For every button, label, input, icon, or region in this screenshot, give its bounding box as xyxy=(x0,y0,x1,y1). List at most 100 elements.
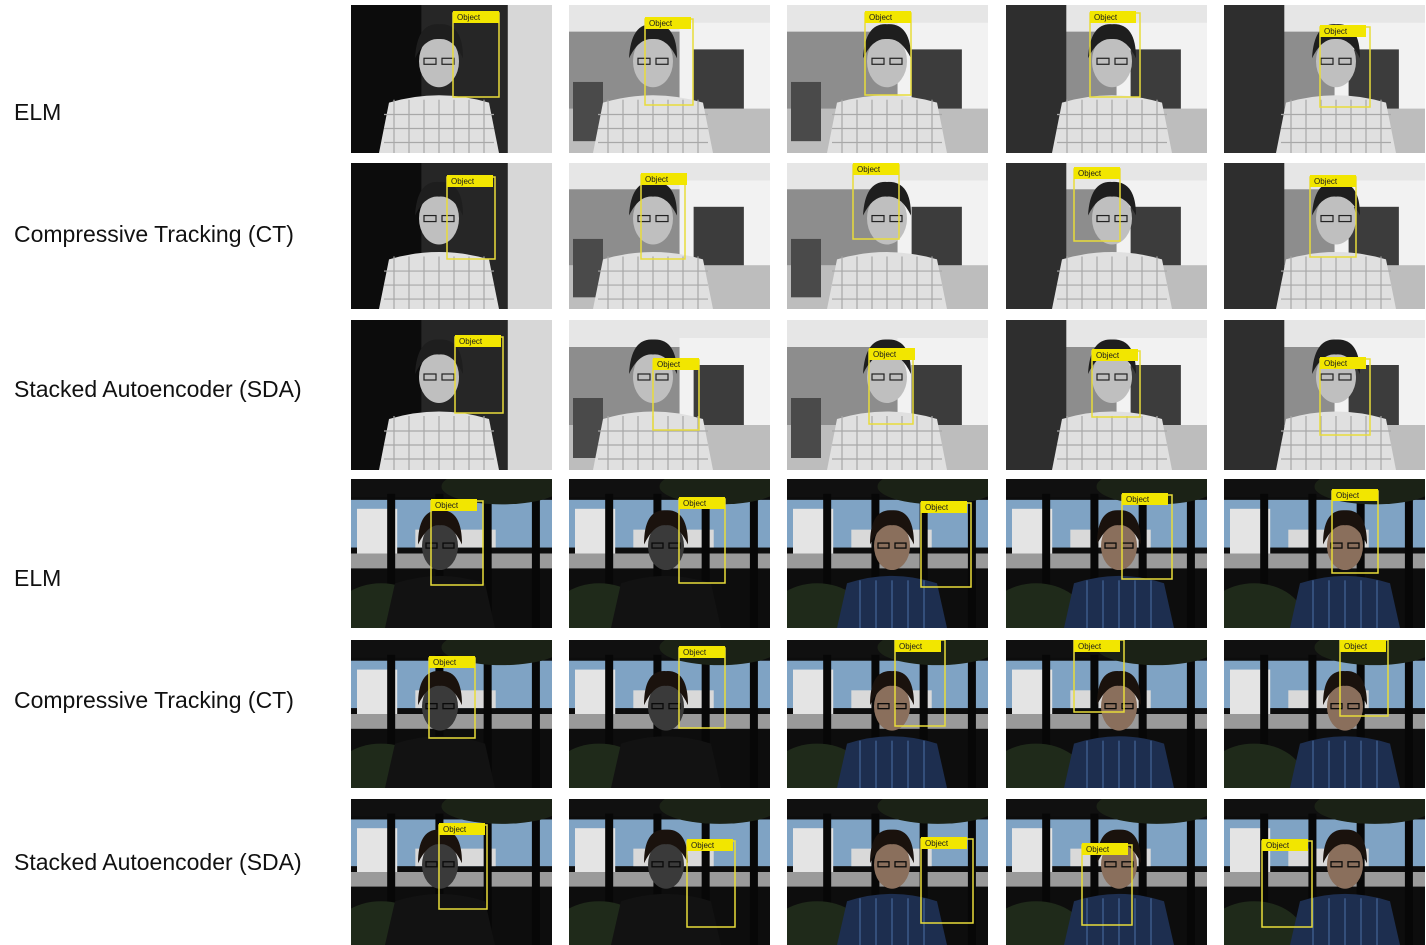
tracking-frame: Object xyxy=(1006,640,1207,788)
video-frame-image: Object xyxy=(351,479,552,628)
object-tag-background xyxy=(1122,493,1168,505)
object-tag-label: Object xyxy=(873,350,897,359)
object-tag-label: Object xyxy=(1314,177,1338,186)
video-frame-image: Object xyxy=(569,320,770,470)
object-tag-background xyxy=(1092,349,1138,361)
tracking-frame: Object xyxy=(569,640,770,788)
tracking-frame: Object xyxy=(569,320,770,470)
video-frame-image: Object xyxy=(569,479,770,628)
object-tag-label: Object xyxy=(451,177,475,186)
object-tag-background xyxy=(645,17,691,29)
object-tag-background xyxy=(679,497,725,509)
tracking-frame: Object xyxy=(787,163,988,309)
tracking-frame: Object xyxy=(787,5,988,153)
row-label-elm-outdoor: ELM xyxy=(14,565,62,591)
row-label-ct-outdoor: Compressive Tracking (CT) xyxy=(14,687,294,713)
tracking-frame: Object xyxy=(1224,163,1425,309)
object-tag-background xyxy=(865,11,911,23)
tracking-frame: Object xyxy=(787,640,988,788)
tracking-frame: Object xyxy=(787,320,988,470)
row-label-elm-indoor: ELM xyxy=(14,99,62,125)
video-frame-image: Object xyxy=(1224,640,1425,788)
video-frame-image: Object xyxy=(1006,320,1207,470)
object-tag-background xyxy=(1262,839,1308,851)
tracking-bounding-box xyxy=(1339,640,1389,717)
object-tag-background xyxy=(853,163,899,175)
tracking-frame: Object xyxy=(569,163,770,309)
tracking-frame: Object xyxy=(1006,5,1207,153)
video-frame-image: Object xyxy=(787,479,988,628)
object-tag-background xyxy=(1332,489,1378,501)
object-tag-background xyxy=(895,640,941,652)
tracking-frame: Object xyxy=(1006,799,1207,945)
tracking-frame: Object xyxy=(1224,640,1425,788)
tracking-frame: Object xyxy=(1224,320,1425,470)
object-tag-background xyxy=(1074,640,1120,652)
object-tag-label: Object xyxy=(1094,13,1118,22)
video-frame-image: Object xyxy=(1006,163,1207,309)
video-frame-image: Object xyxy=(1006,799,1207,945)
object-tag-label: Object xyxy=(649,19,673,28)
video-frame-image: Object xyxy=(787,799,988,945)
video-frame-image: Object xyxy=(1224,799,1425,945)
object-tag-label: Object xyxy=(1324,359,1348,368)
tracking-frame: Object xyxy=(1224,5,1425,153)
object-tag-label: Object xyxy=(1096,351,1120,360)
object-tag-background xyxy=(679,646,725,658)
video-frame-image: Object xyxy=(1224,5,1425,153)
object-tag-background xyxy=(653,358,699,370)
tracking-frame: Object xyxy=(1224,479,1425,628)
object-tag-background xyxy=(1340,640,1386,652)
object-tag-label: Object xyxy=(657,360,681,369)
video-frame-image: Object xyxy=(787,640,988,788)
video-frame-image: Object xyxy=(351,320,552,470)
tracking-bounding-box xyxy=(894,640,946,727)
object-tag-background xyxy=(429,656,475,668)
row-label-sda-outdoor: Stacked Autoencoder (SDA) xyxy=(14,849,302,875)
video-frame-image: Object xyxy=(569,5,770,153)
tracking-frame: Object xyxy=(351,163,552,309)
row-label-sda-indoor: Stacked Autoencoder (SDA) xyxy=(14,376,302,402)
row-label-ct-indoor: Compressive Tracking (CT) xyxy=(14,221,294,247)
video-frame-image: Object xyxy=(569,799,770,945)
tracking-frame: Object xyxy=(1006,163,1207,309)
object-tag-background xyxy=(439,823,485,835)
video-frame-image: Object xyxy=(1224,320,1425,470)
video-frame-image: Object xyxy=(1006,479,1207,628)
tracking-frame: Object xyxy=(351,640,552,788)
object-tag-label: Object xyxy=(683,499,707,508)
object-tag-background xyxy=(1082,843,1128,855)
tracking-frame: Object xyxy=(351,479,552,628)
object-tag-label: Object xyxy=(683,648,707,657)
video-frame-image: Object xyxy=(569,163,770,309)
object-tag-label: Object xyxy=(857,165,881,174)
object-tag-label: Object xyxy=(925,839,949,848)
object-tag-background xyxy=(431,499,477,511)
video-frame-image: Object xyxy=(1224,479,1425,628)
object-tag-label: Object xyxy=(459,337,483,346)
tracking-frame: Object xyxy=(569,5,770,153)
object-tag-label: Object xyxy=(1266,841,1290,850)
object-tag-background xyxy=(921,501,967,513)
tracking-frame: Object xyxy=(787,479,988,628)
video-frame-image: Object xyxy=(787,163,988,309)
object-tag-label: Object xyxy=(443,825,467,834)
video-frame-image: Object xyxy=(787,320,988,470)
tracking-frame: Object xyxy=(351,5,552,153)
object-tag-label: Object xyxy=(1078,169,1102,178)
video-frame-image: Object xyxy=(569,640,770,788)
object-tag-label: Object xyxy=(1126,495,1150,504)
video-frame-image: Object xyxy=(351,799,552,945)
video-frame-image: Object xyxy=(351,163,552,309)
object-tag-background xyxy=(1090,11,1136,23)
tracking-frame: Object xyxy=(1224,799,1425,945)
object-tag-background xyxy=(447,175,493,187)
object-tag-background xyxy=(453,11,499,23)
video-frame-image: Object xyxy=(787,5,988,153)
tracking-frame: Object xyxy=(569,799,770,945)
object-tag-background xyxy=(869,348,915,360)
tracking-bounding-box xyxy=(1073,640,1125,713)
object-tag-label: Object xyxy=(1078,642,1102,651)
object-tag-label: Object xyxy=(899,642,923,651)
